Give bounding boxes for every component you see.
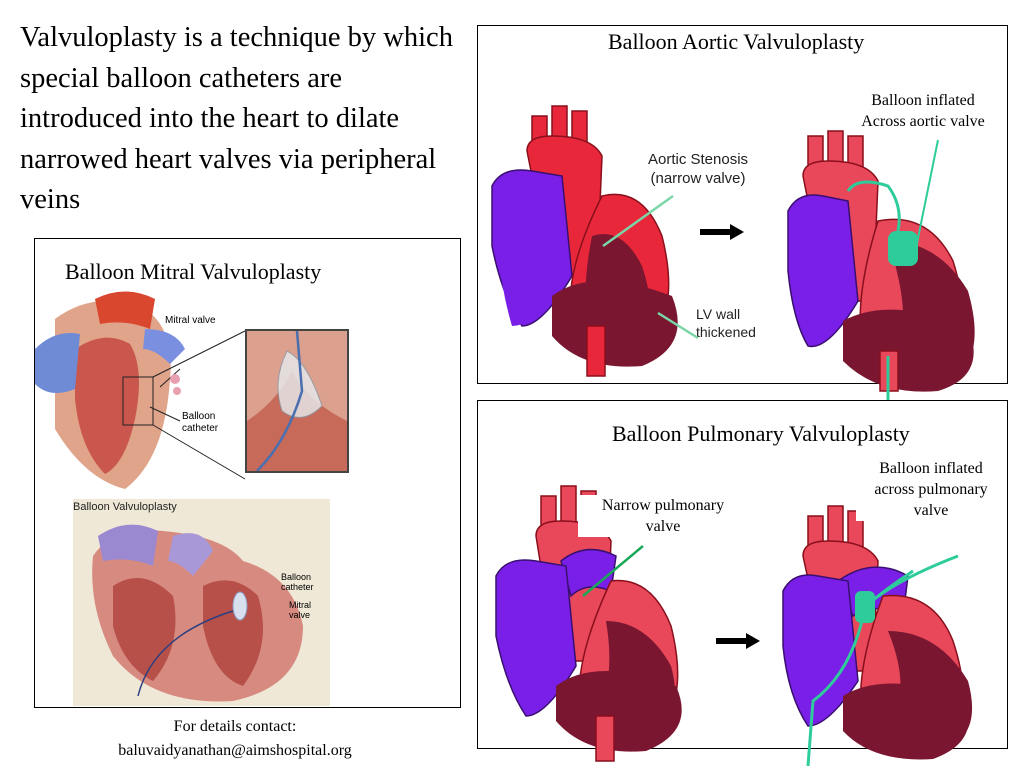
pulmonary-balloon-line1: Balloon inflated (879, 460, 983, 477)
aortic-arrow (700, 224, 744, 240)
aortic-stenosis-label: Aortic Stenosis (narrow valve) (648, 150, 748, 188)
narrow-pulmonary-line2: valve (645, 518, 681, 535)
lower-label-mitral: Mitral (289, 600, 311, 610)
mitral-heart-illustration (35, 291, 246, 489)
lower-label-balloon: Balloon (281, 572, 312, 582)
narrow-pulmonary-label: Narrow pulmonary valve (578, 495, 748, 537)
pulmonary-panel: Balloon Pulmonary Valvuloplasty Narrow p… (477, 400, 1008, 767)
pulmonary-title: Balloon Pulmonary Valvuloplasty (612, 421, 910, 446)
mitral-title: Balloon Mitral Valvuloplasty (65, 259, 322, 284)
pulmonary-arrow (716, 633, 760, 649)
label-balloon: Balloon (182, 411, 216, 422)
aortic-stenosis-line1: Aortic Stenosis (648, 151, 749, 168)
footer-line1: For details contact: (173, 718, 297, 735)
aortic-panel: Balloon Aortic Valvuloplasty Aortic Sten… (477, 25, 1008, 411)
aortic-title: Balloon Aortic Valvuloplasty (608, 29, 865, 54)
balloon-valvuloplasty-illustration: Balloon Valvuloplasty Balloon catheter M… (73, 499, 330, 706)
mitral-panel: Balloon Mitral Valvuloplasty Mitral valv… (34, 238, 461, 708)
aortic-balloon-line2: Across aortic valve (861, 113, 985, 130)
aortic-stenosis-line2: (narrow valve) (650, 170, 746, 187)
lv-wall-label: LV wall thickened (696, 305, 756, 341)
pulmonary-balloon-line2: across pulmonary (874, 481, 988, 498)
pulmonary-heart-before (495, 485, 682, 762)
lower-label-catheter: catheter (281, 582, 314, 592)
narrow-pulmonary-line1: Narrow pulmonary (601, 497, 725, 514)
pulmonary-heart-after (782, 505, 973, 767)
mitral-zoom-inset (245, 329, 349, 473)
lower-title: Balloon Valvuloplasty (73, 501, 177, 513)
contact-footer: For details contact: baluvaidyanathan@ai… (60, 715, 410, 763)
footer-email: baluvaidyanathan@aimshospital.org (118, 742, 352, 759)
label-mitral-valve: Mitral valve (165, 315, 216, 326)
lv-wall-line1: LV wall (696, 306, 741, 322)
aortic-stenosis-pointer (602, 194, 674, 248)
lv-wall-line2: thickened (696, 324, 756, 340)
pulmonary-balloon-line3: valve (913, 502, 949, 519)
aortic-heart-after (787, 130, 975, 411)
pulmonary-balloon-label: Balloon inflated across pulmonary valve (856, 458, 1006, 521)
label-catheter: catheter (182, 423, 219, 434)
aortic-heart-before (491, 105, 678, 377)
aortic-balloon-pointer (916, 139, 939, 244)
narrow-valve-pointer (582, 545, 644, 597)
aortic-balloon-line1: Balloon inflated (871, 92, 975, 109)
aortic-balloon-label: Balloon inflated Across aortic valve (838, 90, 1008, 132)
intro-text: Valvuloplasty is a technique by which sp… (20, 22, 453, 215)
lv-wall-pointer (657, 311, 699, 340)
lower-label-valve: valve (289, 610, 311, 620)
